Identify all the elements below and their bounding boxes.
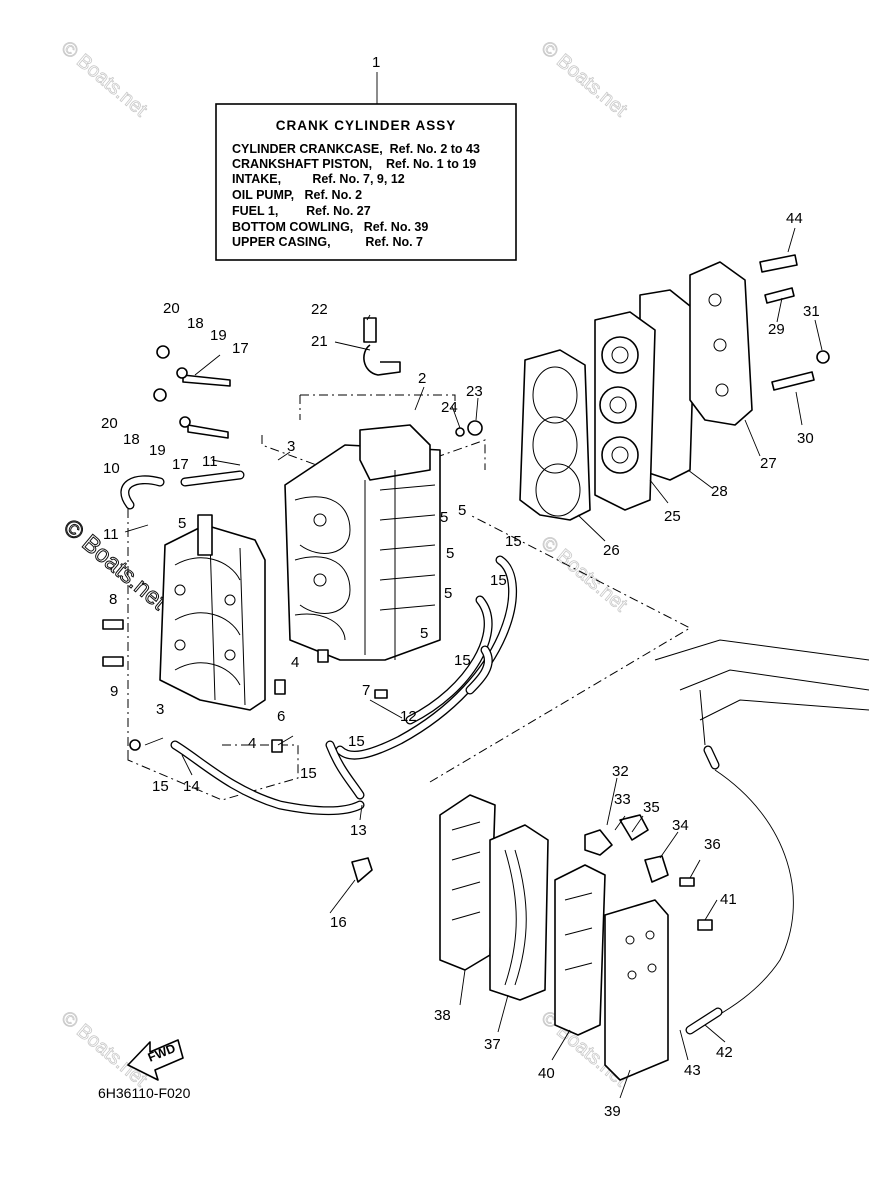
callout-label: 31 — [803, 303, 820, 320]
callout-label: 34 — [672, 817, 689, 834]
callout-label: 23 — [466, 383, 483, 400]
callout-label: 5 — [458, 502, 466, 519]
callout-label: 28 — [711, 483, 728, 500]
callout-label: 20 — [163, 300, 180, 317]
callout-label: 42 — [716, 1044, 733, 1061]
callout-label: 4 — [248, 735, 256, 752]
callout-label: 2 — [418, 370, 426, 387]
callout-label: 3 — [156, 701, 164, 718]
callout-label: 5 — [444, 585, 452, 602]
callout-label: 40 — [538, 1065, 555, 1082]
callout-label: 19 — [210, 327, 227, 344]
head-cover — [689, 261, 753, 426]
callout-label: 20 — [101, 415, 118, 432]
info-line: CRANKSHAFT PISTON, Ref. No. 1 to 19 — [232, 157, 476, 171]
intake-manifold-gaskets — [439, 794, 713, 1081]
callout-label: 29 — [768, 321, 785, 338]
hoses — [120, 470, 794, 1035]
callout-label: 17 — [232, 340, 249, 357]
callout-label: 7 — [362, 682, 370, 699]
callout-label: 15 — [300, 765, 317, 782]
callout-label: 17 — [172, 456, 189, 473]
callouts: 1 2 3 3 4 4 5 5 5 5 5 5 6 7 8 9 10 11 11… — [101, 54, 820, 1120]
callout-label: 35 — [643, 799, 660, 816]
callout-label: 3 — [287, 438, 295, 455]
callout-label: 18 — [123, 431, 140, 448]
callout-label: 14 — [183, 778, 200, 795]
callout-label: 15 — [348, 733, 365, 750]
callout-label: 41 — [720, 891, 737, 908]
callout-label: 18 — [187, 315, 204, 332]
callout-label: 10 — [103, 460, 120, 477]
callout-label: 6 — [277, 708, 285, 725]
callout-label: 5 — [420, 625, 428, 642]
callout-label: 4 — [291, 654, 299, 671]
bottom-cowling-outline — [654, 639, 869, 746]
callout-label: 9 — [110, 683, 118, 700]
callout-label: 13 — [350, 822, 367, 839]
callout-label: 37 — [484, 1036, 501, 1053]
leader-lines — [124, 227, 823, 1099]
assembly-outline — [127, 394, 692, 801]
watermark-text: © Boats.net — [57, 37, 152, 121]
callout-label: 25 — [664, 508, 681, 525]
cylinder-head — [594, 289, 696, 511]
callout-label: 19 — [149, 442, 166, 459]
info-line: INTAKE, Ref. No. 7, 9, 12 — [232, 172, 405, 186]
callout-label: 38 — [434, 1007, 451, 1024]
callout-label: 11 — [103, 526, 119, 543]
callout-label: 15 — [490, 572, 507, 589]
crankcase-half — [159, 514, 266, 711]
info-line: FUEL 1, Ref. No. 27 — [232, 204, 371, 218]
watermark-text: © Boats.net — [537, 37, 632, 121]
callout-label: 21 — [311, 333, 328, 350]
callout-label: 15 — [454, 652, 471, 669]
callout-label: 12 — [400, 708, 417, 725]
callout-label: 5 — [440, 509, 448, 526]
callout-label: 39 — [604, 1103, 621, 1120]
callout-label: 26 — [603, 542, 620, 559]
info-line: UPPER CASING, Ref. No. 7 — [232, 235, 423, 249]
info-line: OIL PUMP, Ref. No. 2 — [232, 188, 362, 202]
callout-label: 33 — [614, 791, 631, 808]
assembly-info-box: CRANK CYLINDER ASSY CYLINDER CRANKCASE, … — [215, 103, 517, 261]
callout-label: 5 — [178, 515, 186, 532]
callout-label: 30 — [797, 430, 814, 447]
callout-label: 36 — [704, 836, 721, 853]
callout-label: 44 — [786, 210, 803, 227]
callout-label: 1 — [372, 54, 380, 71]
callout-label: 5 — [446, 545, 454, 562]
cylinder-crankcase — [284, 424, 441, 661]
info-line: CYLINDER CRANKCASE, Ref. No. 2 to 43 — [232, 142, 480, 156]
callout-label: 32 — [612, 763, 629, 780]
diagram-code: 6H36110-F020 — [98, 1085, 191, 1101]
callout-label: 16 — [330, 914, 347, 931]
callout-label: 8 — [109, 591, 117, 608]
fasteners — [102, 254, 830, 883]
callout-label: 27 — [760, 455, 777, 472]
callout-label: 22 — [311, 301, 328, 318]
callout-label: 24 — [441, 399, 458, 416]
head-gasket — [519, 349, 591, 521]
assembly-title: CRANK CYLINDER ASSY — [276, 118, 457, 133]
callout-label: 43 — [684, 1062, 701, 1079]
callout-label: 15 — [505, 533, 522, 550]
callout-label: 11 — [202, 453, 218, 470]
callout-label: 15 — [152, 778, 169, 795]
info-line: BOTTOM COWLING, Ref. No. 39 — [232, 220, 428, 234]
watermark-text: © Boats.net — [57, 1007, 152, 1091]
